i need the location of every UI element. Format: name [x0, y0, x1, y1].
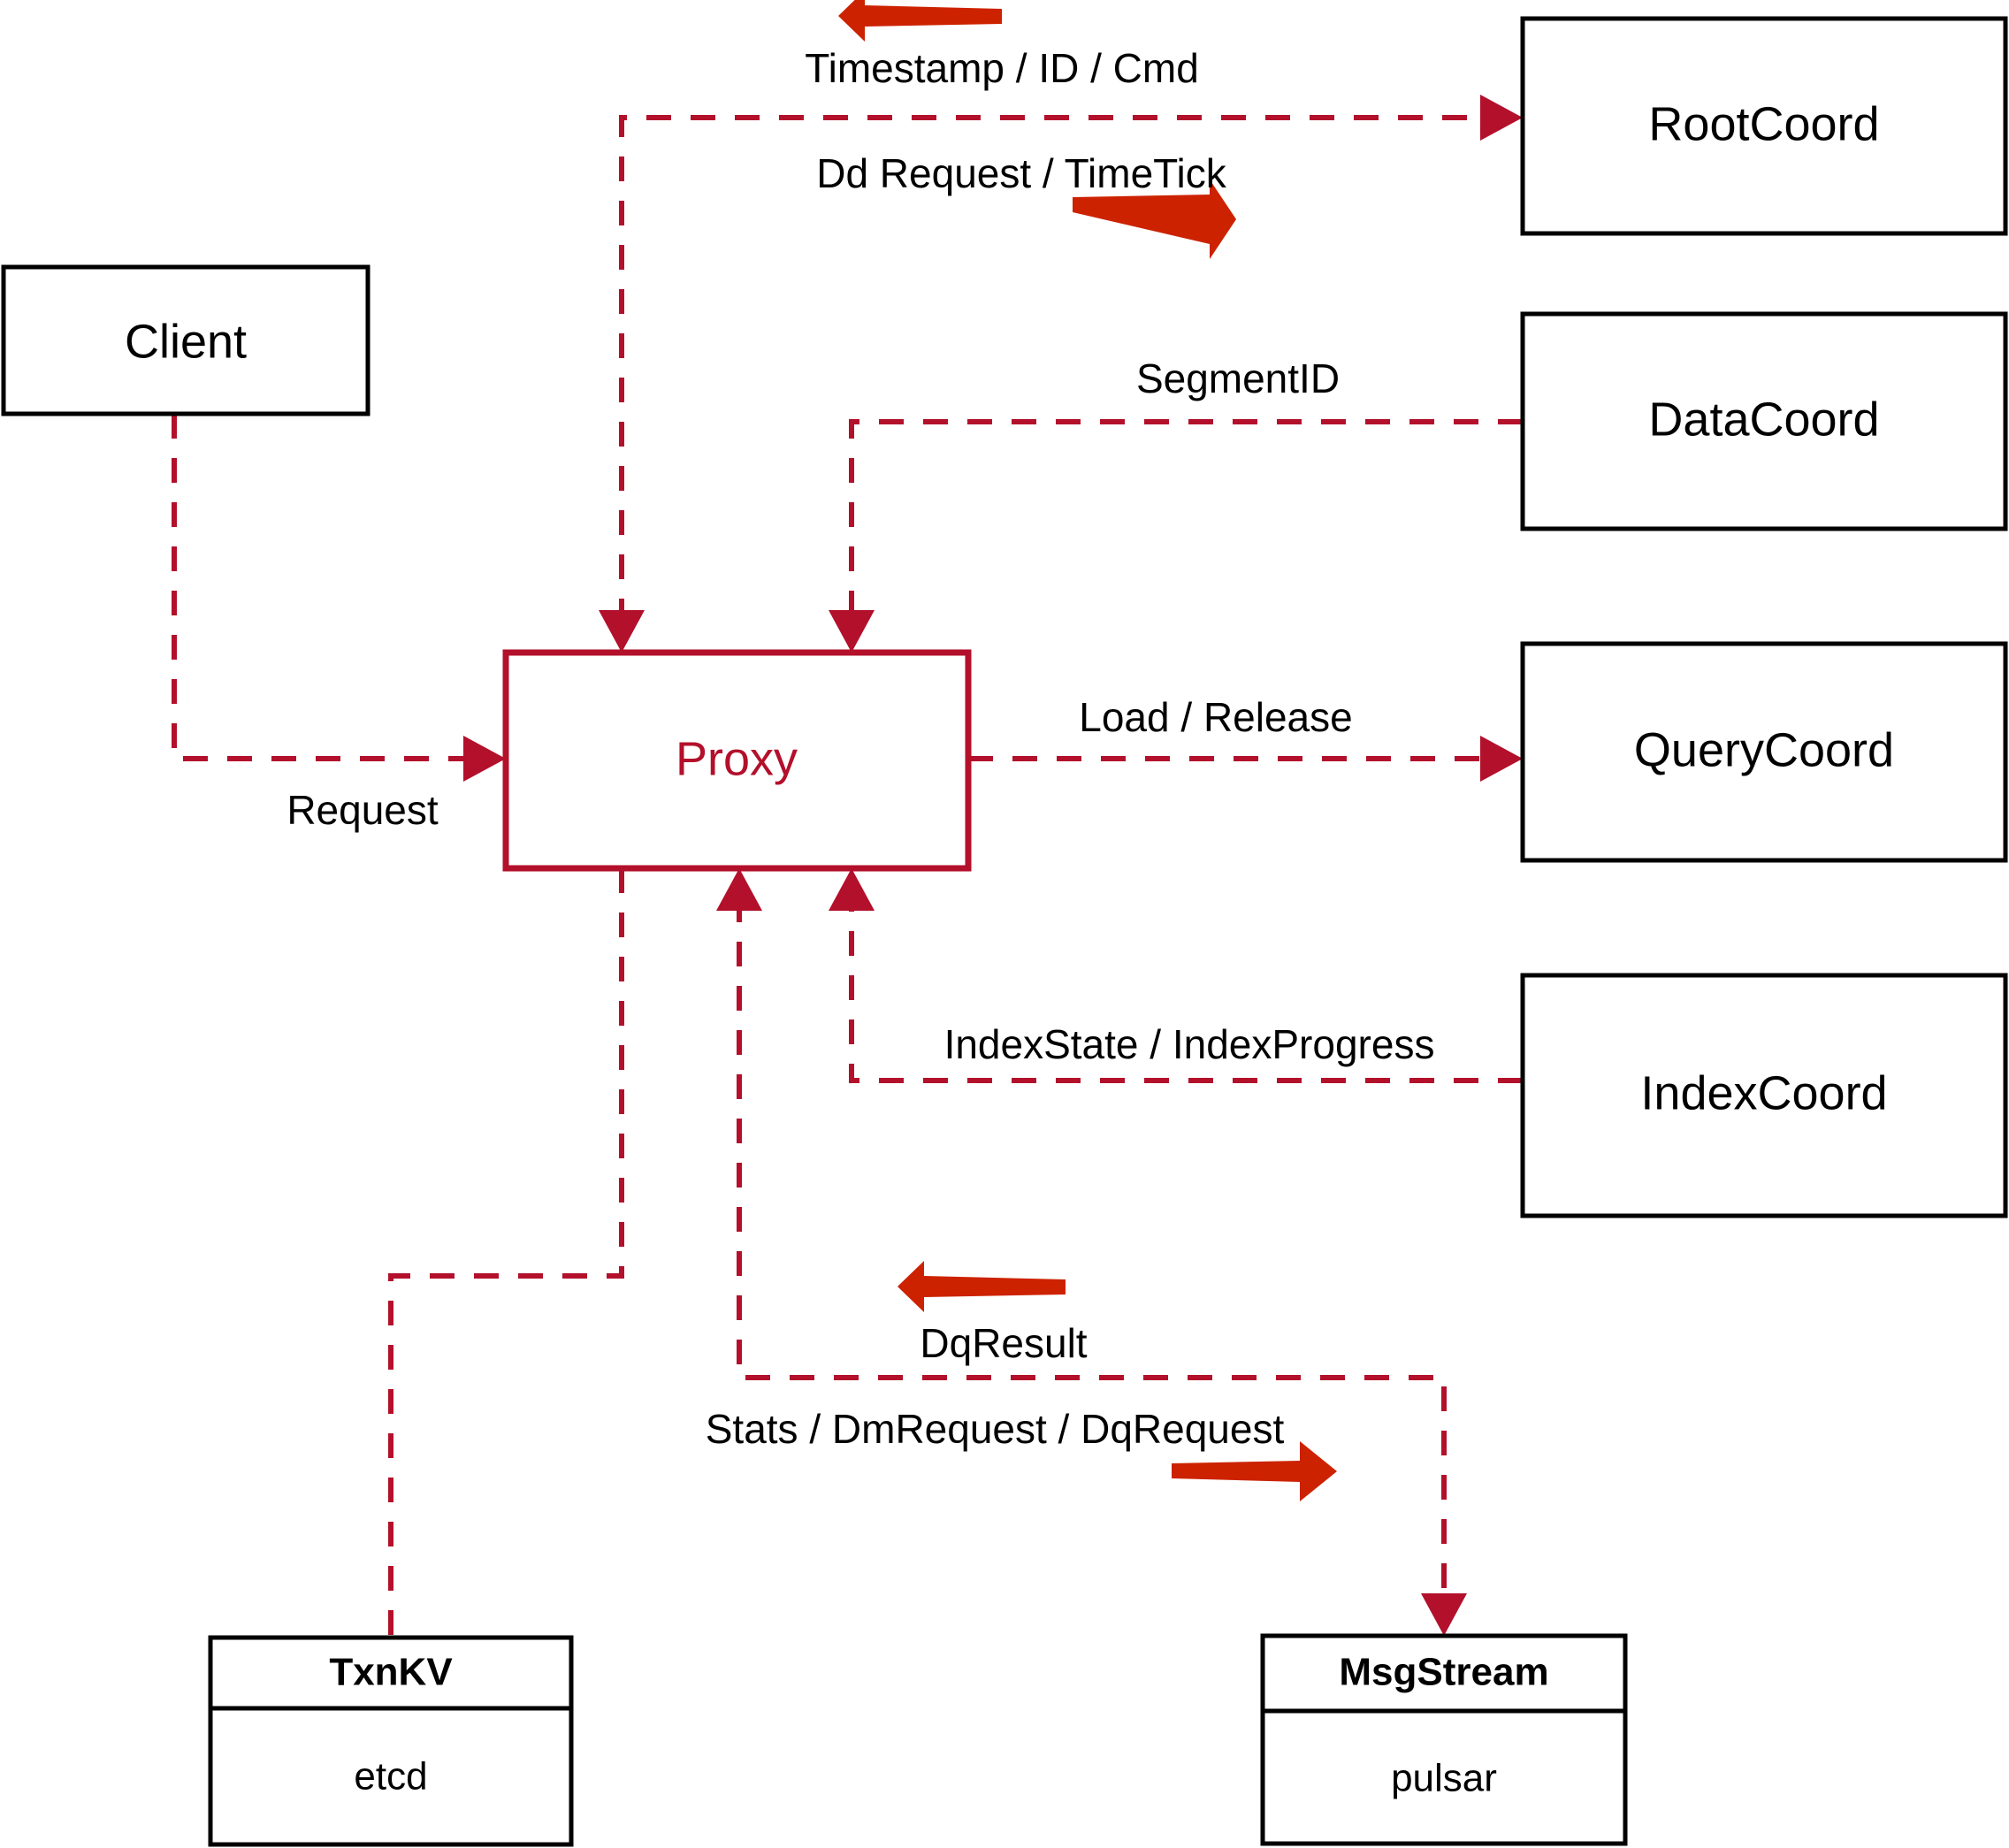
node-txnkv-box [208, 1635, 574, 1847]
node-proxy-box [502, 649, 972, 872]
edge-proxy-to-rootcoord-path [619, 115, 1494, 623]
flow-arrow-timestamp-id-cmd [838, 0, 1002, 42]
node-client-label: Client [125, 315, 247, 368]
node-msgstream-label: MsgStream [1339, 1651, 1548, 1694]
node-proxy-label: Proxy [676, 732, 798, 785]
edge-msgstream-to-proxy-arrowhead [716, 868, 762, 911]
edge-label-dq-result: DqResult [920, 1320, 1087, 1366]
flow-arrow-stats-dm-dq-request [1172, 1441, 1337, 1501]
flow-arrow-dd-request-timetick [1073, 179, 1236, 259]
edge-indexcoord-to-proxy-arrowhead [829, 868, 875, 911]
node-msgstream-box [1260, 1633, 1628, 1846]
node-txnkv-implementation: etcd [354, 1755, 427, 1798]
edge-proxy-to-msgstream-arrowhead [1421, 1593, 1467, 1636]
node-querycoord-label: QueryCoord [1634, 723, 1894, 776]
edge-client-to-proxy-arrowhead [463, 736, 506, 782]
node-datacoord[interactable]: DataCoord [1520, 311, 2008, 531]
edge-client-to-proxy-path [172, 414, 477, 761]
edge-label-request: Request [286, 787, 439, 833]
node-datacoord-box [1520, 311, 2008, 531]
edge-client-to-proxy [172, 414, 506, 782]
edge-proxy-to-querycoord [968, 736, 1523, 782]
node-rootcoord-box [1520, 16, 2008, 236]
node-querycoord[interactable]: QueryCoord [1520, 641, 2008, 863]
edge-indexcoord-to-proxy [829, 868, 1523, 1083]
edge-label-timestamp-id-cmd: Timestamp / ID / Cmd [805, 45, 1199, 91]
edge-label-index-state-progress: IndexState / IndexProgress [944, 1021, 1435, 1067]
node-client-box [1, 264, 370, 416]
edge-proxy-to-txnkv-path [388, 868, 624, 1638]
edge-proxy-to-msgstream-path [737, 897, 1447, 1607]
node-proxy[interactable]: Proxy [502, 649, 972, 872]
node-querycoord-box [1520, 641, 2008, 863]
edge-label-stats-dm-dq-request: Stats / DmRequest / DqRequest [706, 1406, 1285, 1452]
edge-label-load-release: Load / Release [1079, 694, 1352, 740]
node-txnkv-label: TxnKV [329, 1651, 453, 1694]
node-indexcoord-box [1520, 973, 2008, 1218]
node-indexcoord[interactable]: IndexCoord [1520, 973, 2008, 1218]
node-datacoord-label: DataCoord [1648, 393, 1879, 446]
edge-proxy-to-querycoord-arrowhead [1480, 736, 1523, 782]
edge-label-segment-id: SegmentID [1136, 355, 1340, 401]
node-client[interactable]: Client [1, 264, 370, 416]
node-txnkv[interactable]: TxnKV etcd [208, 1635, 574, 1847]
edge-rootcoord-to-proxy-arrowhead [599, 610, 645, 653]
edge-proxy-to-rootcoord [599, 95, 1523, 653]
edge-proxy-to-msgstream [716, 868, 1467, 1636]
node-msgstream-implementation: pulsar [1391, 1757, 1497, 1800]
node-indexcoord-label: IndexCoord [1640, 1066, 1887, 1119]
node-rootcoord[interactable]: RootCoord [1520, 16, 2008, 236]
edge-label-dd-request-timetick: Dd Request / TimeTick [816, 150, 1227, 196]
edge-datacoord-to-proxy-arrowhead [829, 610, 875, 653]
edge-datacoord-to-proxy [829, 419, 1523, 653]
node-rootcoord-label: RootCoord [1648, 97, 1879, 150]
edge-indexcoord-to-proxy-path [849, 897, 1523, 1083]
flow-arrow-dq-result [898, 1261, 1066, 1312]
node-msgstream[interactable]: MsgStream pulsar [1260, 1633, 1628, 1846]
edge-proxy-to-txnkv [388, 868, 624, 1638]
edge-proxy-to-rootcoord-arrowhead [1480, 95, 1523, 141]
edge-datacoord-to-proxy-path [849, 419, 1523, 623]
